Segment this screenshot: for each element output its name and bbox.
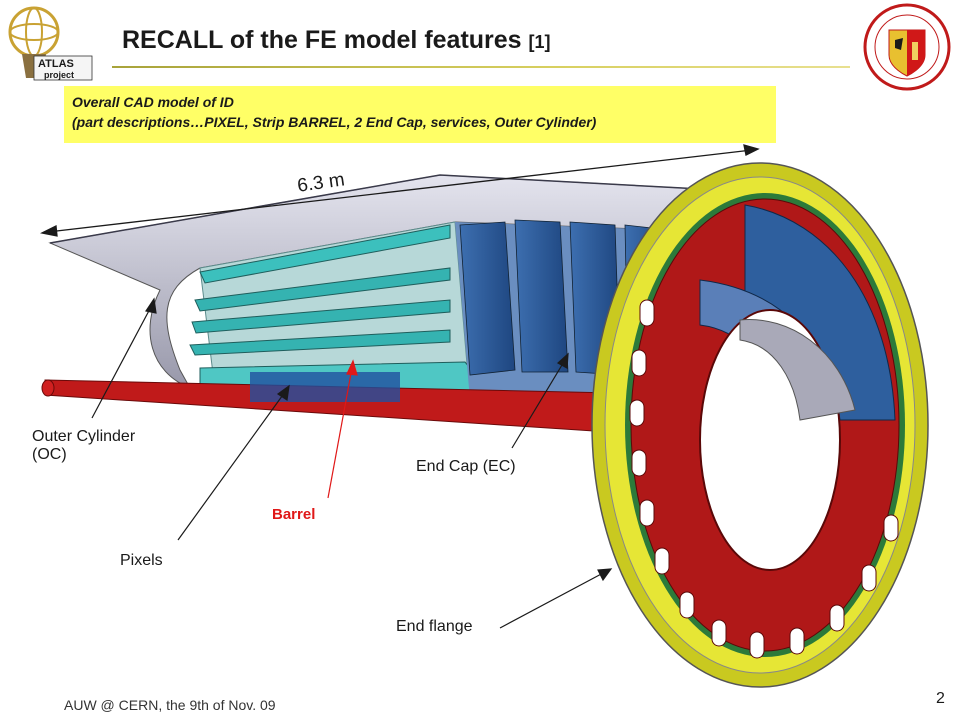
barrel-callout-line <box>327 359 358 499</box>
caption-line-2: (part descriptions…PIXEL, Strip BARREL, … <box>72 114 597 130</box>
slide-title-text: RECALL of the FE model features <box>122 26 522 54</box>
flange-callout-line <box>499 571 606 629</box>
dimension-arrow <box>40 144 760 237</box>
outer-cylinder-label-line2: (OC) <box>32 446 67 463</box>
slide-title: RECALL of the FE model features [1] <box>122 26 551 55</box>
caption-line-1: Overall CAD model of ID <box>72 94 234 110</box>
university-seal-logo <box>863 3 951 91</box>
outer-cylinder-label: Outer Cylinder (OC) <box>32 428 135 464</box>
barrel-label: Barrel <box>272 506 316 523</box>
atlas-logo-subtext: project <box>44 70 74 80</box>
atlas-logo: ATLAS project <box>8 6 93 81</box>
outer-cylinder-label-line1: Outer Cylinder <box>32 428 136 445</box>
title-underline <box>112 66 850 68</box>
end-flange <box>591 162 929 688</box>
pixels-label: Pixels <box>120 552 163 569</box>
ec-callout-line <box>511 359 566 449</box>
atlas-logo-text: ATLAS <box>38 58 74 70</box>
footer-text: AUW @ CERN, the 9th of Nov. 09 <box>64 697 276 713</box>
page-number: 2 <box>936 690 945 707</box>
caption-box: Overall CAD model of ID (part descriptio… <box>64 86 776 143</box>
end-cap-label: End Cap (EC) <box>416 458 516 475</box>
slide-title-ref: [1] <box>528 32 551 52</box>
oc-callout-line <box>91 304 153 419</box>
end-flange-label: End flange <box>396 618 473 635</box>
pixels-callout-line <box>177 391 286 541</box>
